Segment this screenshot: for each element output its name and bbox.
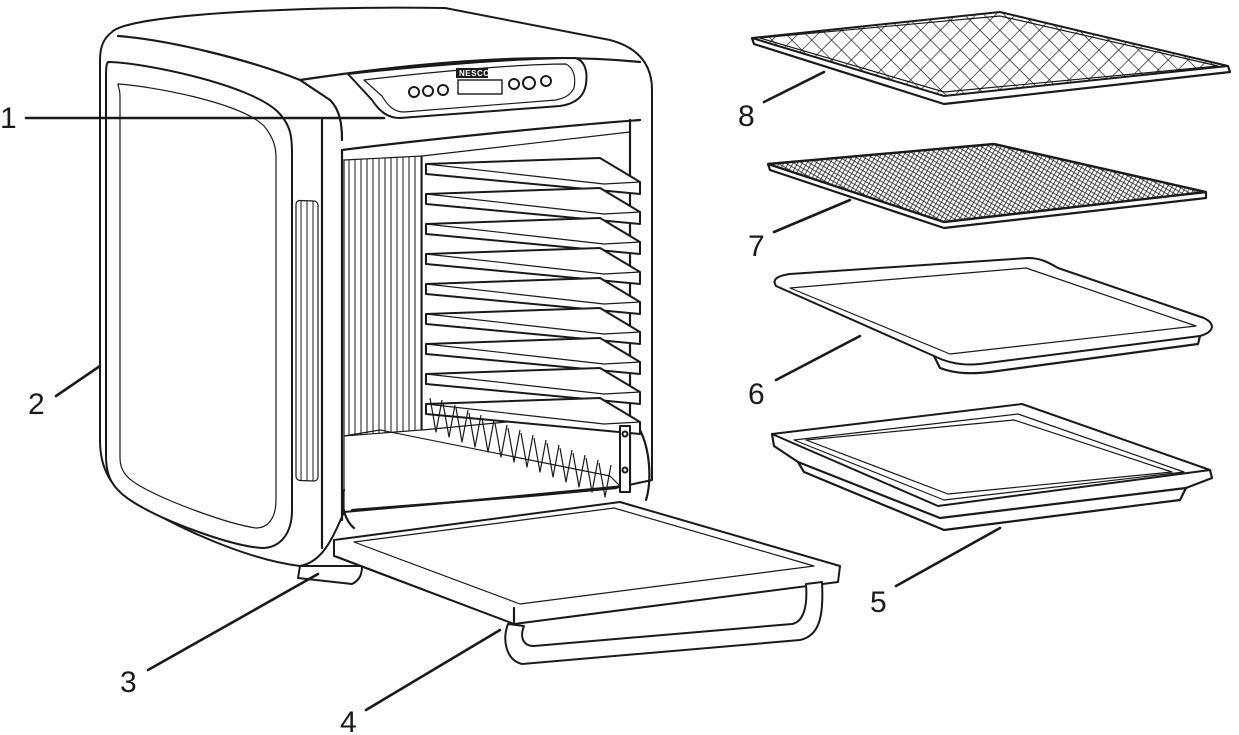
floor-louver [468,412,482,448]
rack-rail-edge [425,163,641,185]
callout-label: 3 [120,666,137,699]
rack-rail-edge [425,373,641,395]
floor-louver [507,427,521,463]
callout-1: 1 [0,102,386,135]
floor-louver [429,397,443,433]
start-button[interactable] [522,76,536,90]
floor-louver [559,447,573,483]
floor-louver [520,432,534,468]
door-handle[interactable] [504,581,824,665]
rack-rail-edge [425,313,641,335]
power-button[interactable] [540,75,552,87]
side-panel [105,61,293,549]
floor-louver [494,422,508,458]
callout-5: 5 [870,526,1002,619]
side-vents [295,199,319,482]
callout-8: 8 [738,70,826,133]
floor-louver [572,452,586,488]
control-panel: NESCO [347,57,588,119]
temp-button[interactable] [437,84,449,96]
mesh-sheet-fine [766,142,1208,230]
callout-2: 2 [28,364,102,421]
minus-button[interactable] [422,85,434,97]
callout-label: 4 [340,706,357,735]
callout-label: 2 [28,388,45,421]
drop-down-door[interactable] [333,501,841,665]
floor-louver [546,442,560,478]
callout-label: 5 [870,586,887,619]
callout-7: 7 [748,198,852,263]
mesh-sheet-diamond [750,10,1232,106]
rack-rails [425,157,641,435]
floor-louver [442,402,456,438]
drip-pan [770,403,1214,532]
callout-label: 1 [0,102,17,135]
rack-rail-edge [425,283,641,305]
plus-button[interactable] [408,86,420,98]
callout-6: 6 [748,334,862,411]
rack-rail-edge [425,403,641,425]
callout-4: 4 [340,628,502,735]
floor-louver [585,457,599,493]
rack-rail-edge [425,253,641,275]
dehydrator-unit: NESCO [99,6,653,585]
rear-grille [343,155,423,437]
floor-louver [533,437,547,473]
callout-label: 7 [748,230,765,263]
flat-tray [773,257,1213,375]
callout-label: 6 [748,378,765,411]
rack-rail-edge [425,223,641,245]
brand-logo: NESCO [459,69,490,78]
rack-rail-edge [425,193,641,215]
display-screen [457,79,503,95]
callout-label: 8 [738,100,755,133]
timer-button[interactable] [508,78,520,90]
floor-louver [455,407,469,443]
rack-rail-edge [425,343,641,365]
callout-3: 3 [120,572,320,699]
